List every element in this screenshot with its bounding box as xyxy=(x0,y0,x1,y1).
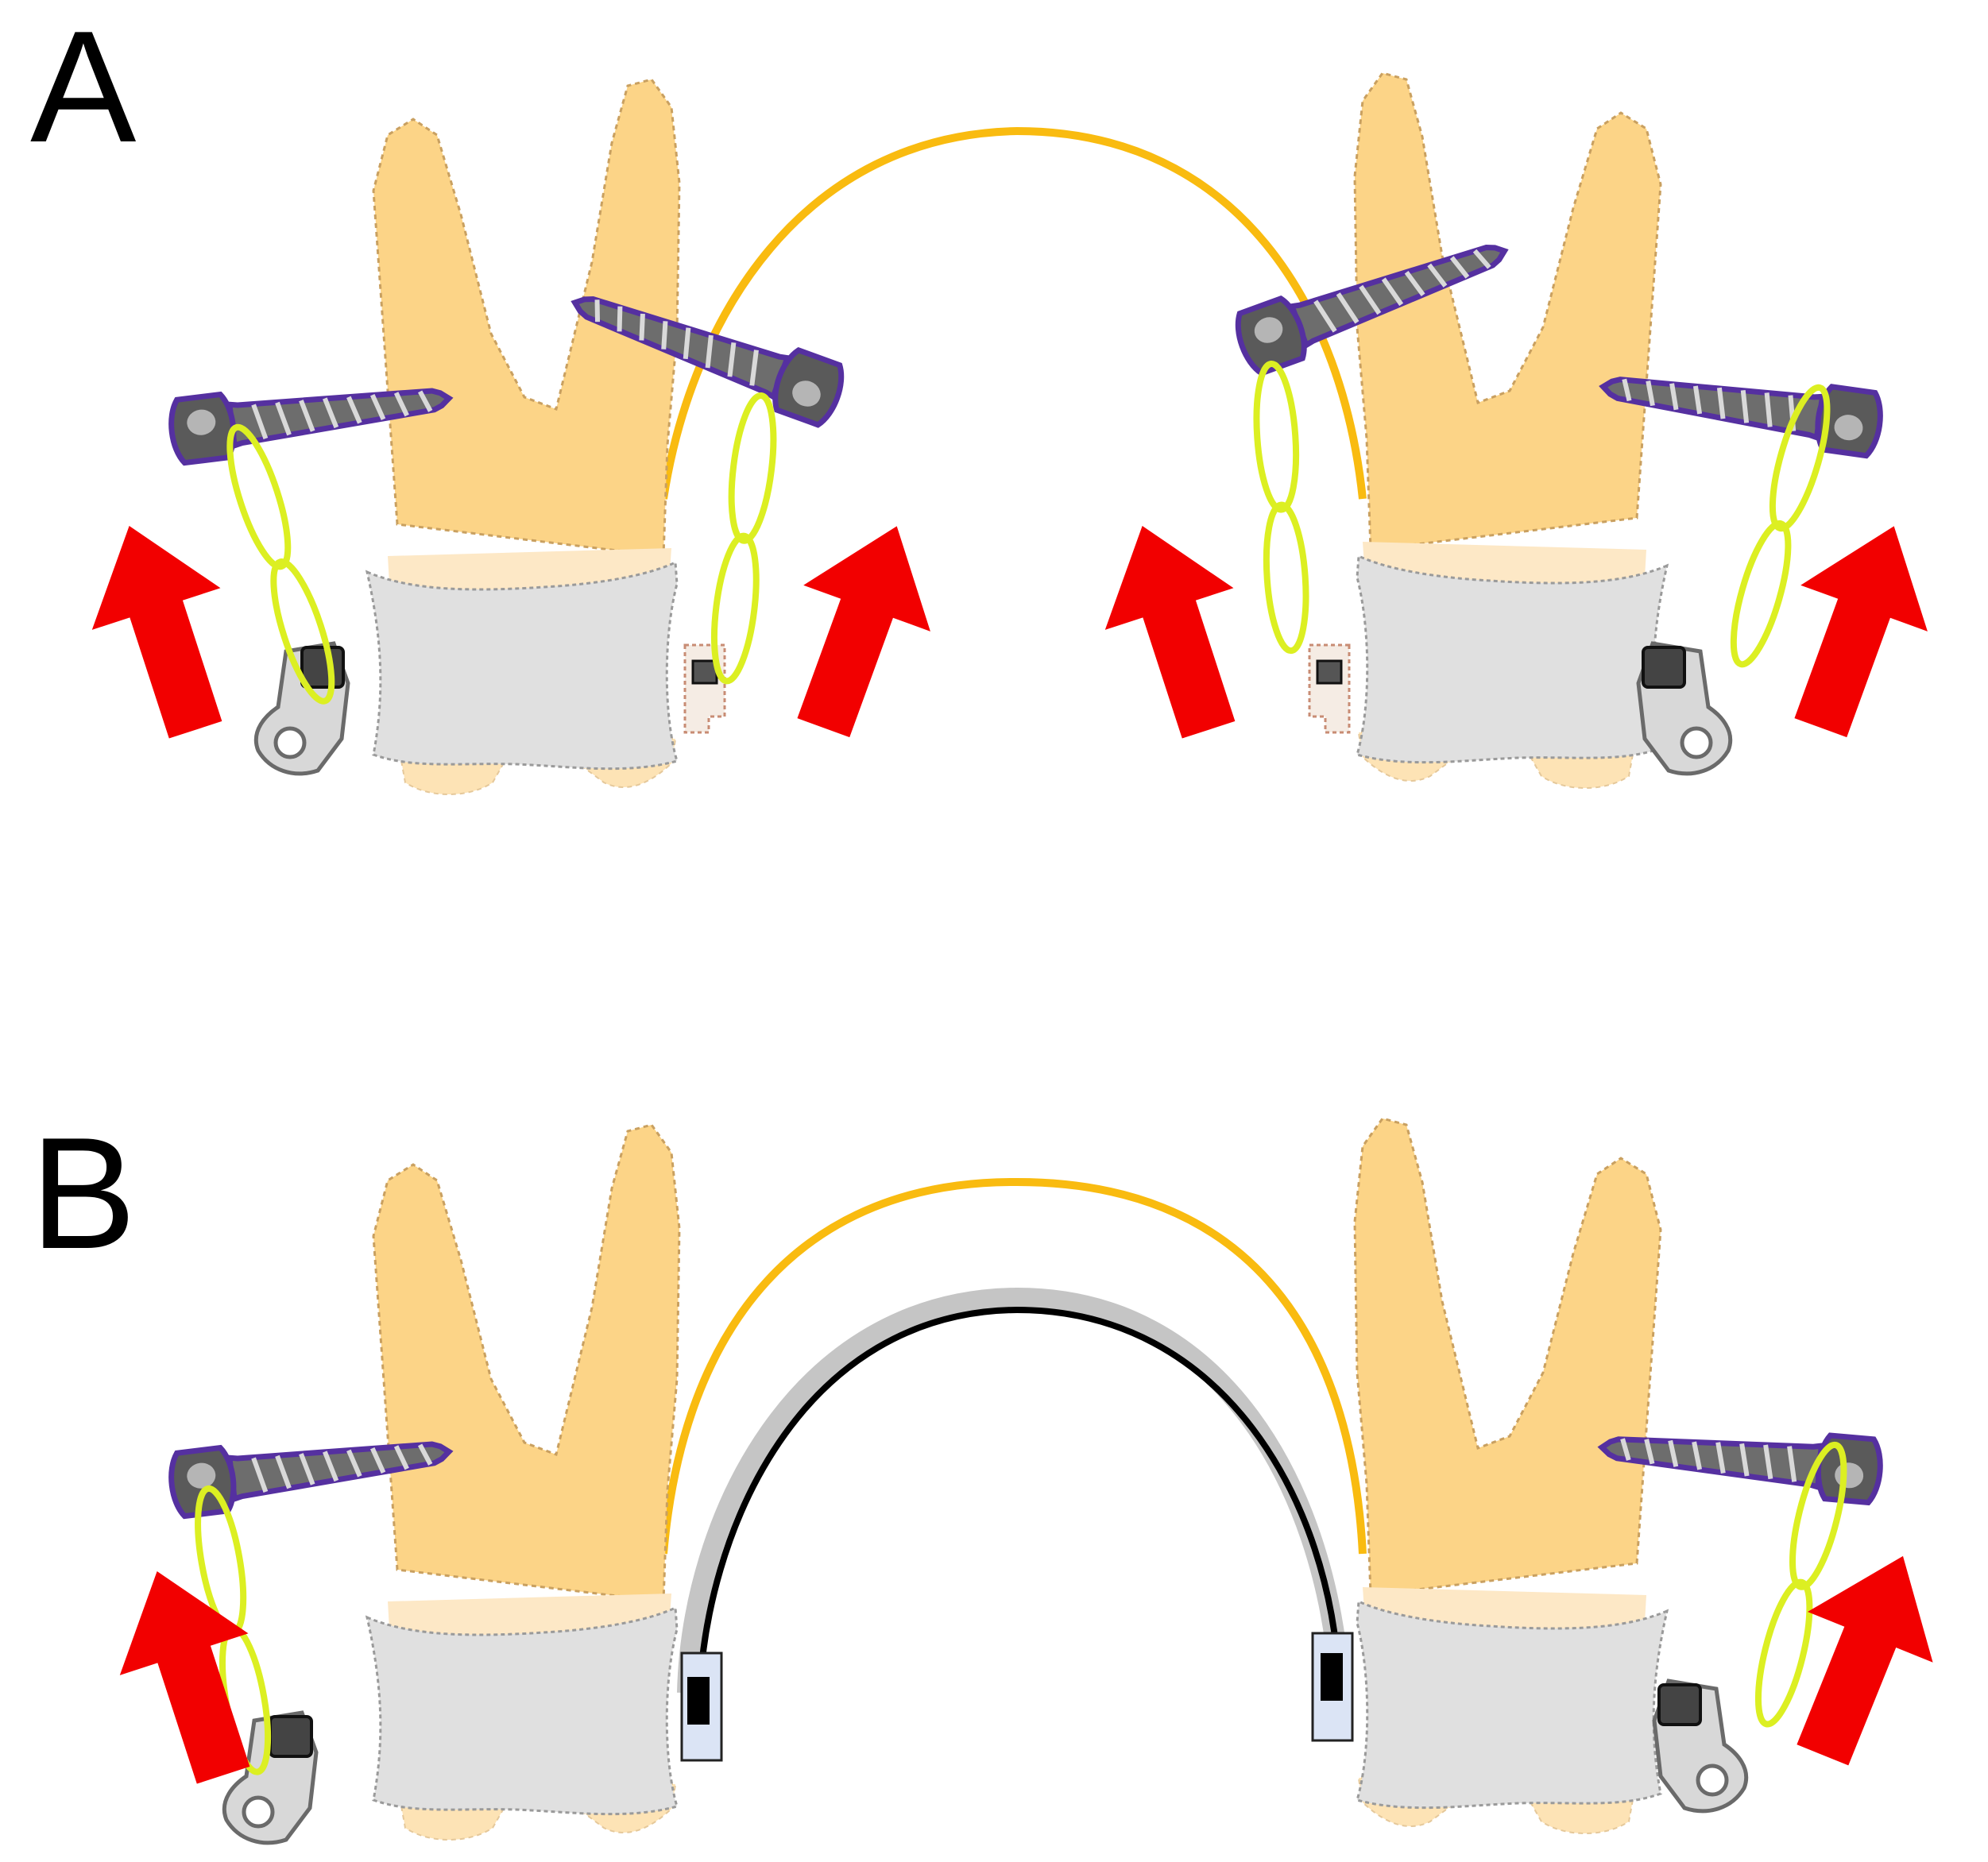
panel-b: B xyxy=(30,1105,1966,1843)
panel-a: A xyxy=(30,0,1958,796)
right-molar xyxy=(1353,71,1669,790)
intrusion-arrow-icon xyxy=(760,503,961,751)
left-molar xyxy=(365,1123,681,1841)
palatal-bar xyxy=(677,1287,1349,1694)
panel-label-a: A xyxy=(30,0,137,176)
panel-label-b: B xyxy=(30,1105,136,1282)
buccal-tube-right xyxy=(1654,1681,1746,1811)
right-molar xyxy=(1353,1117,1669,1835)
palatal-bracket-right xyxy=(1308,643,1351,734)
buccal-tube-right xyxy=(1638,643,1731,774)
palatal-sheath-left xyxy=(680,1651,723,1762)
left-molar xyxy=(365,78,681,796)
elastic-chain-icon xyxy=(1252,362,1310,651)
elastic-chain-icon xyxy=(707,393,780,683)
palatal-bar-wire xyxy=(696,1306,1342,1706)
transpalatal-arch xyxy=(659,1177,1367,1555)
intrusion-arrow-icon xyxy=(64,504,260,751)
buccal-tube-left xyxy=(256,643,348,774)
intrusion-arrow-icon xyxy=(1077,504,1273,751)
palatal-sheath-right xyxy=(1311,1632,1354,1742)
